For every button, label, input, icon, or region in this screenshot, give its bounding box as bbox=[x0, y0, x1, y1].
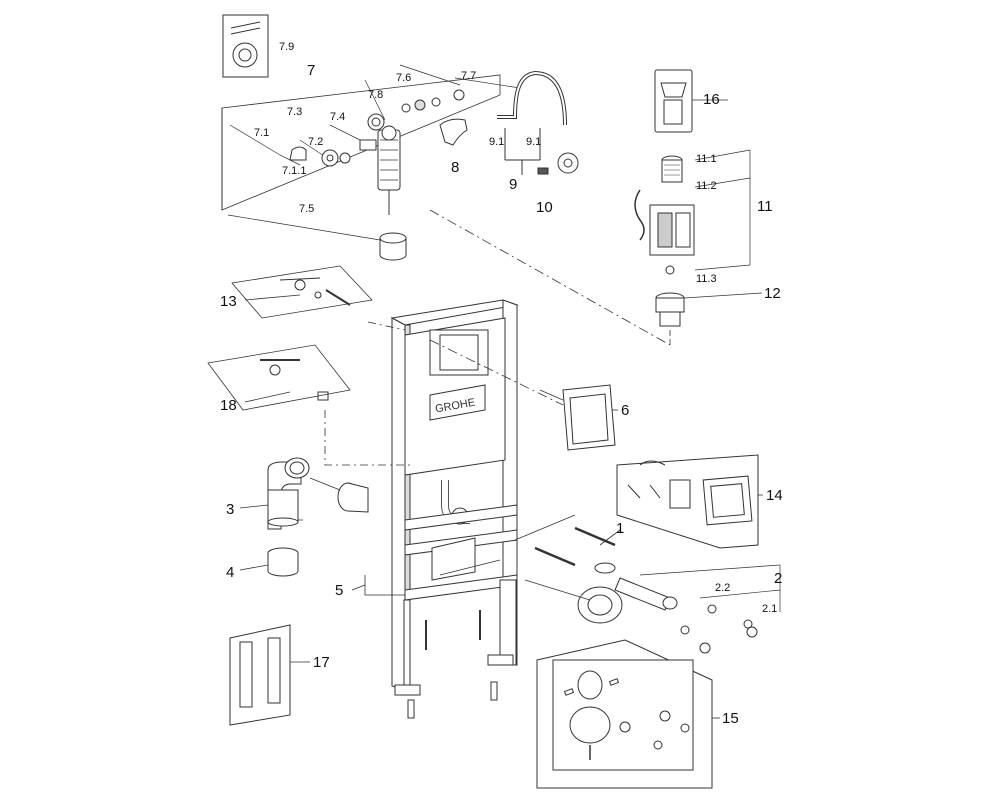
connector-pipe bbox=[309, 477, 369, 513]
callout-14: 14 bbox=[766, 487, 783, 504]
callout-7-8: 7.8 bbox=[368, 89, 384, 101]
callout-16: 16 bbox=[703, 91, 720, 108]
part-7-6-seals bbox=[401, 89, 465, 113]
callout-9-1a: 9.1 bbox=[489, 136, 505, 148]
callout-15: 15 bbox=[722, 710, 739, 727]
callout-8: 8 bbox=[451, 159, 460, 176]
callout-1: 1 bbox=[616, 520, 625, 537]
callout-10: 10 bbox=[536, 199, 553, 216]
callout-2: 2 bbox=[774, 570, 783, 587]
part-6-bracket bbox=[539, 384, 616, 451]
part-4-cap bbox=[267, 547, 299, 577]
callout-7-7: 7.7 bbox=[461, 70, 477, 82]
part-10-valve bbox=[537, 152, 579, 175]
part-17-panel bbox=[229, 624, 291, 726]
part-2-pipe bbox=[614, 564, 781, 654]
flush-bend bbox=[524, 579, 623, 624]
part-7-5-sleeve bbox=[379, 232, 407, 261]
callout-3: 3 bbox=[226, 501, 235, 518]
callout-7-6: 7.6 bbox=[396, 72, 412, 84]
fill-valve-7 bbox=[359, 113, 401, 215]
callout-2-2: 2.2 bbox=[715, 582, 731, 594]
callout-9-1b: 9.1 bbox=[526, 136, 542, 148]
callout-7-1: 7.1 bbox=[254, 127, 270, 139]
callout-2-1: 2.1 bbox=[762, 603, 778, 615]
part-7-9-bag bbox=[222, 14, 269, 78]
part-11-flush-valve bbox=[634, 149, 751, 275]
part-8-clip bbox=[439, 118, 468, 146]
callout-7-9: 7.9 bbox=[279, 41, 295, 53]
part-13-panel bbox=[231, 265, 373, 319]
callout-11: 11 bbox=[757, 198, 773, 215]
part-3-elbow bbox=[267, 457, 310, 530]
part-1-bolts bbox=[514, 514, 616, 574]
callout-9: 9 bbox=[509, 176, 518, 193]
valve-assembly-panel bbox=[221, 64, 521, 241]
installation-frame bbox=[390, 299, 519, 696]
part-7-1-bracket bbox=[289, 146, 307, 161]
part-16-seal bbox=[654, 69, 693, 133]
leader-lines bbox=[239, 99, 763, 719]
callout-12: 12 bbox=[764, 285, 781, 302]
callout-11-2: 11.2 bbox=[696, 180, 717, 192]
callout-7-5: 7.5 bbox=[299, 203, 315, 215]
part-18-panel bbox=[207, 344, 351, 411]
part-12-drain bbox=[655, 292, 685, 327]
part-7-2-nut bbox=[321, 149, 351, 167]
callout-5: 5 bbox=[335, 582, 344, 599]
callout-13: 13 bbox=[220, 293, 237, 310]
callout-7-1-1: 7.1.1 bbox=[282, 165, 307, 177]
callout-4: 4 bbox=[226, 564, 235, 581]
callout-18: 18 bbox=[220, 397, 237, 414]
frame-screws bbox=[407, 610, 498, 719]
callout-7-3: 7.3 bbox=[287, 106, 303, 118]
callout-7-2: 7.2 bbox=[308, 136, 324, 148]
callout-7: 7 bbox=[307, 62, 316, 79]
part-14-panel bbox=[616, 454, 759, 549]
callout-7-4: 7.4 bbox=[330, 111, 346, 123]
callout-6: 6 bbox=[621, 402, 630, 419]
part-9-hose bbox=[497, 70, 567, 175]
callout-17: 17 bbox=[313, 654, 330, 671]
part-15-panel bbox=[536, 639, 713, 789]
callout-11-1: 11.1 bbox=[696, 153, 717, 165]
callout-11-3: 11.3 bbox=[696, 273, 717, 285]
